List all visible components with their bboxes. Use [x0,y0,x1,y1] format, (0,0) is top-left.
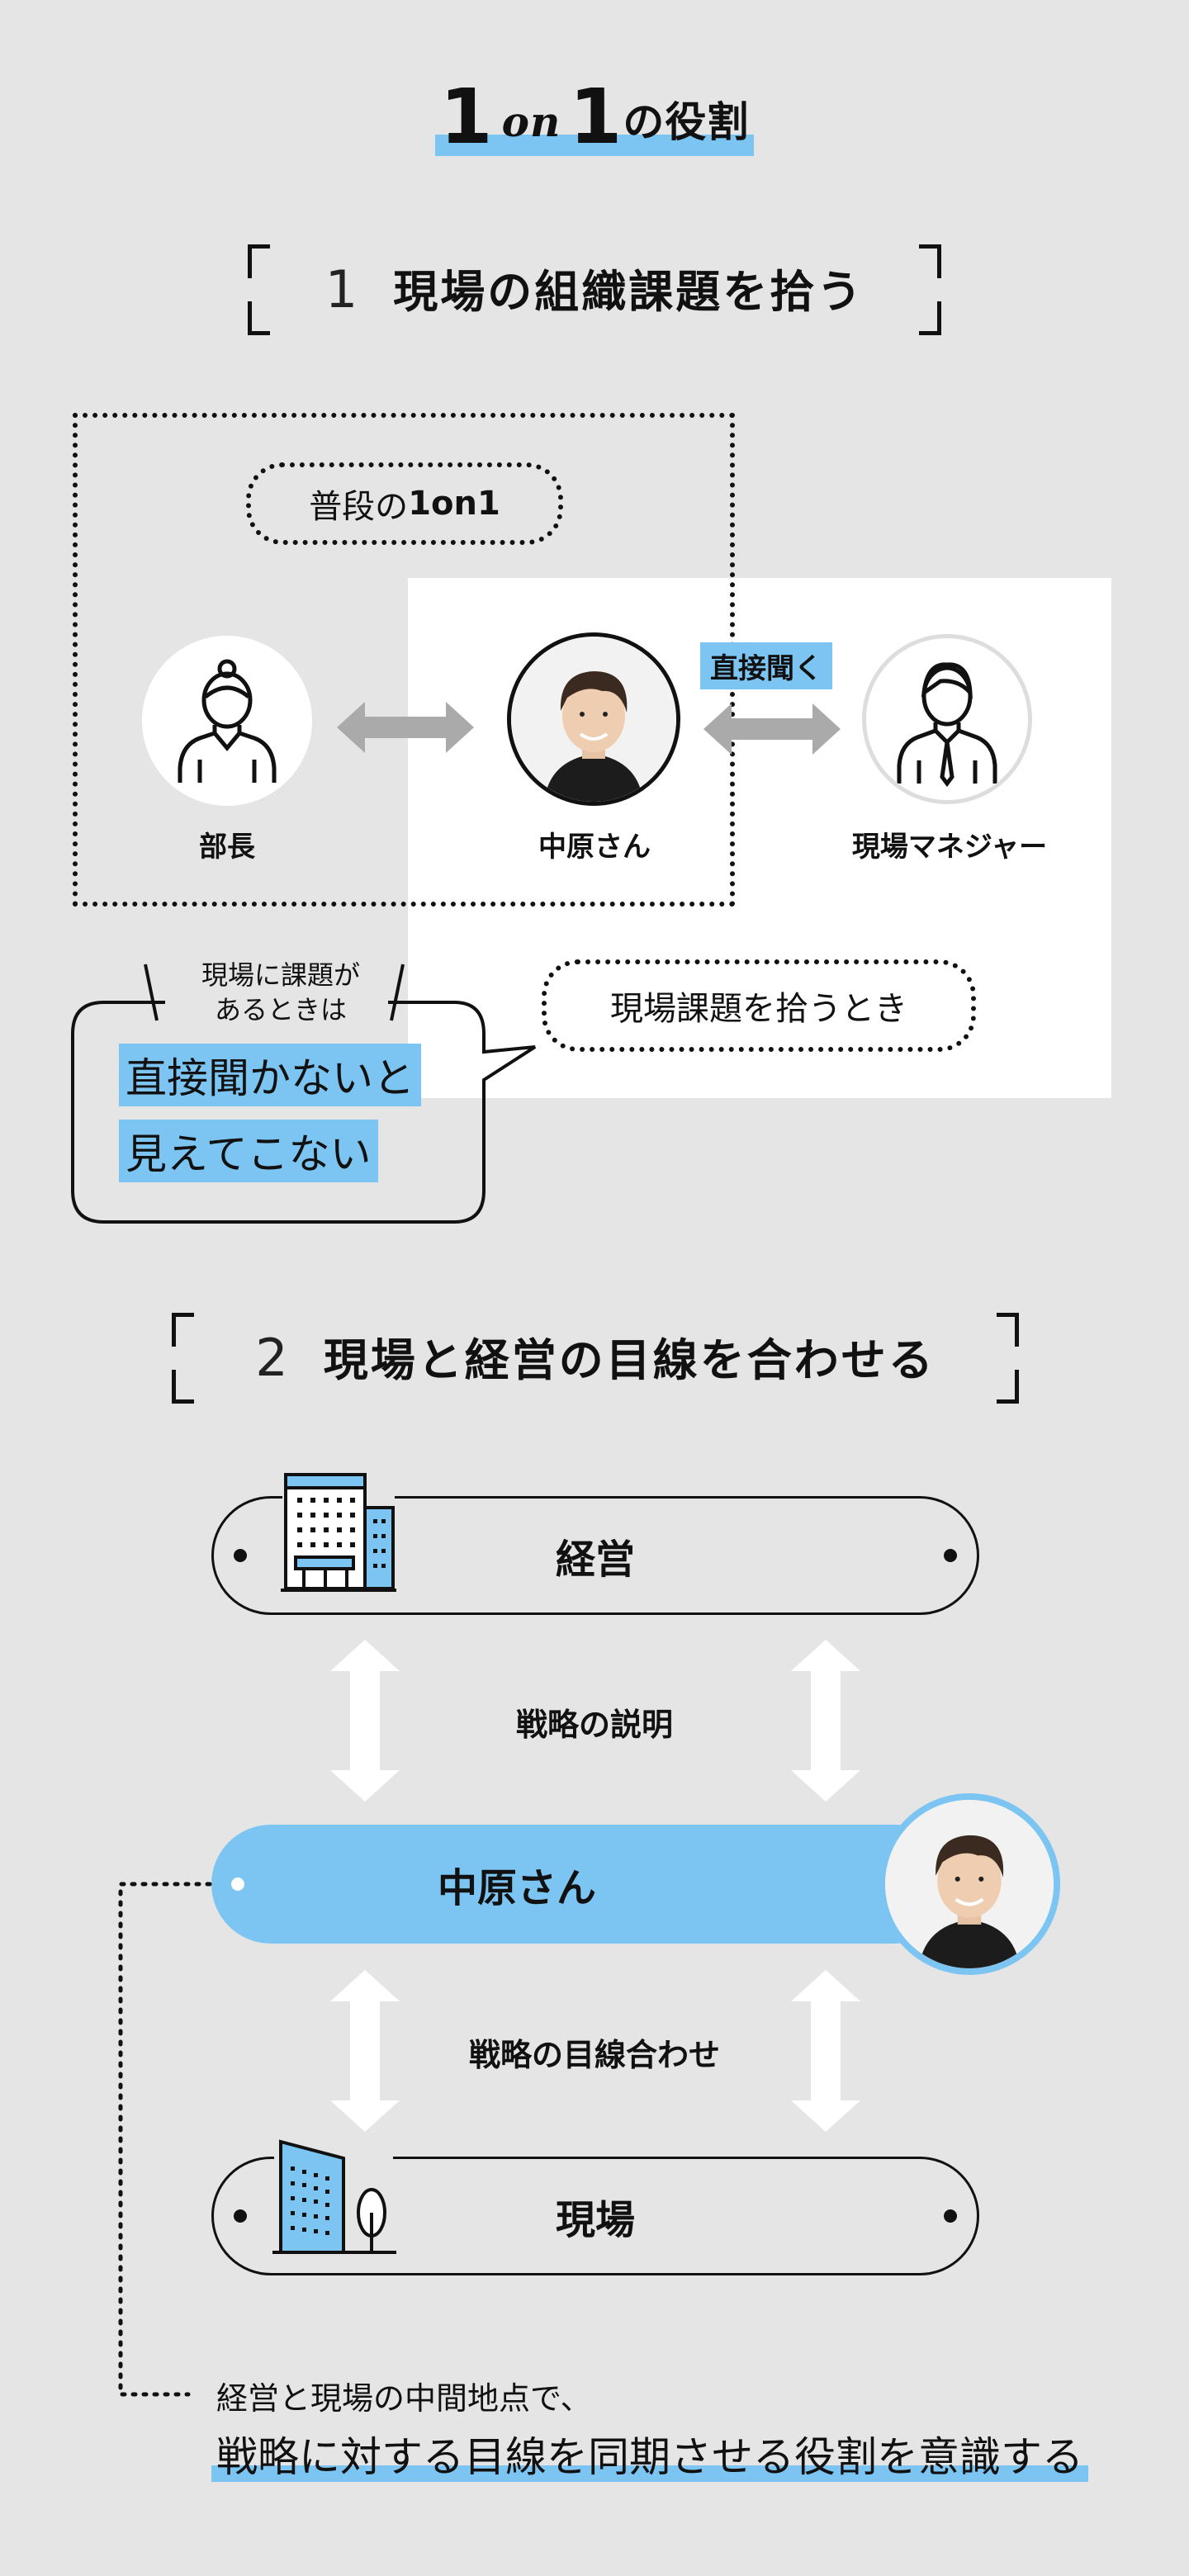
section1-heading-frame: 1 現場の組織課題を拾う [248,244,941,335]
bracket-corner [248,301,270,335]
section2-heading: 2 現場と経営の目線を合わせる [172,1313,1019,1406]
vertical-double-arrow-icon [330,1640,400,1802]
vertical-double-arrow-icon [791,1640,860,1802]
bar-dot [231,1878,244,1891]
bar-dot [234,2209,247,2223]
title-highlight [434,135,755,156]
double-arrow-icon [337,702,474,753]
pick-issues-label: 現場課題を拾うとき [542,959,976,1052]
pick-issues-text: 現場課題を拾うとき [610,990,907,1028]
nakahara-bar: 中原さん [211,1825,955,1944]
section1-number: 1 [324,259,361,320]
vertical-double-arrow-icon [330,1970,400,2132]
person-label-bucho: 部長 [199,831,255,864]
bubble-caption-line1: 現場に課題が [201,959,360,991]
management-label: 経営 [555,1537,635,1583]
nakahara-bar-label: 中原さん [437,1865,596,1911]
note-highlight [211,2465,1088,2482]
title-suffix: の役割 [623,98,750,146]
section2-number: 2 [255,1328,291,1388]
section2-heading-frame: 2 現場と経営の目線を合わせる [172,1313,1019,1404]
title-on: on [501,97,561,146]
note-caption: 経営と現場の中間地点で、 [216,2380,592,2417]
bracket-corner [997,1313,1019,1347]
field-label: 現場 [555,2197,635,2243]
section2-heading-text: 現場と経営の目線を合わせる [323,1334,936,1386]
bracket-corner [172,1313,194,1347]
person-label-nakahara: 中原さん [538,831,651,864]
strategy-explanation-label: 戦略の説明 [515,1707,673,1743]
strategy-alignment-label: 戦略の目線合わせ [468,2037,720,2073]
bubble-caption: 現場に課題が あるときは [157,958,405,1027]
bracket-corner [172,1370,194,1404]
title-one-b: 1 [569,73,623,161]
note-emphasis-text: 戦略に対する目線を同期させる役割を意識する [216,2433,1083,2481]
field-building-icon [272,2133,396,2257]
bracket-corner [919,301,941,335]
bubble-line-2: 見えてこない [119,1120,378,1182]
dotted-connector [118,1882,212,2397]
section1-heading: 1 現場の組織課題を拾う [248,244,941,338]
bar-dot [234,1549,247,1562]
bubble-emphasis: 直接聞かないと 見えてこない [119,1044,421,1182]
note-emphasis-wrap: 戦略に対する目線を同期させる役割を意識する [211,2424,1088,2484]
bar-dot [944,1549,957,1562]
bracket-corner [248,244,270,278]
bubble-caption-line2: あるときは [214,994,347,1025]
bubble-line-1: 直接聞かないと [119,1044,421,1106]
title-one-a: 1 [439,73,494,161]
bracket-corner [997,1370,1019,1404]
usual-label-bold: 1on1 [408,485,500,523]
usual-label: 普段の [309,488,409,526]
nakahara-photo-avatar [507,632,680,806]
office-building-icon [281,1471,396,1595]
note-emphasis: 戦略に対する目線を同期させる役割を意識する [211,2424,1088,2484]
double-arrow-icon [703,703,841,755]
speech-bubble-outline [71,964,537,1224]
person-label-manager: 現場マネジャー [851,831,1048,864]
bracket-corner [919,244,941,278]
section1-heading-text: 現場の組織課題を拾う [393,266,865,318]
man-tie-icon [862,634,1032,804]
nakahara-photo-avatar [879,1793,1060,1975]
woman-icon [142,636,312,806]
vertical-double-arrow-icon [791,1970,860,2132]
bar-dot [944,2209,957,2223]
direct-ask-tag: 直接聞く [700,642,832,689]
